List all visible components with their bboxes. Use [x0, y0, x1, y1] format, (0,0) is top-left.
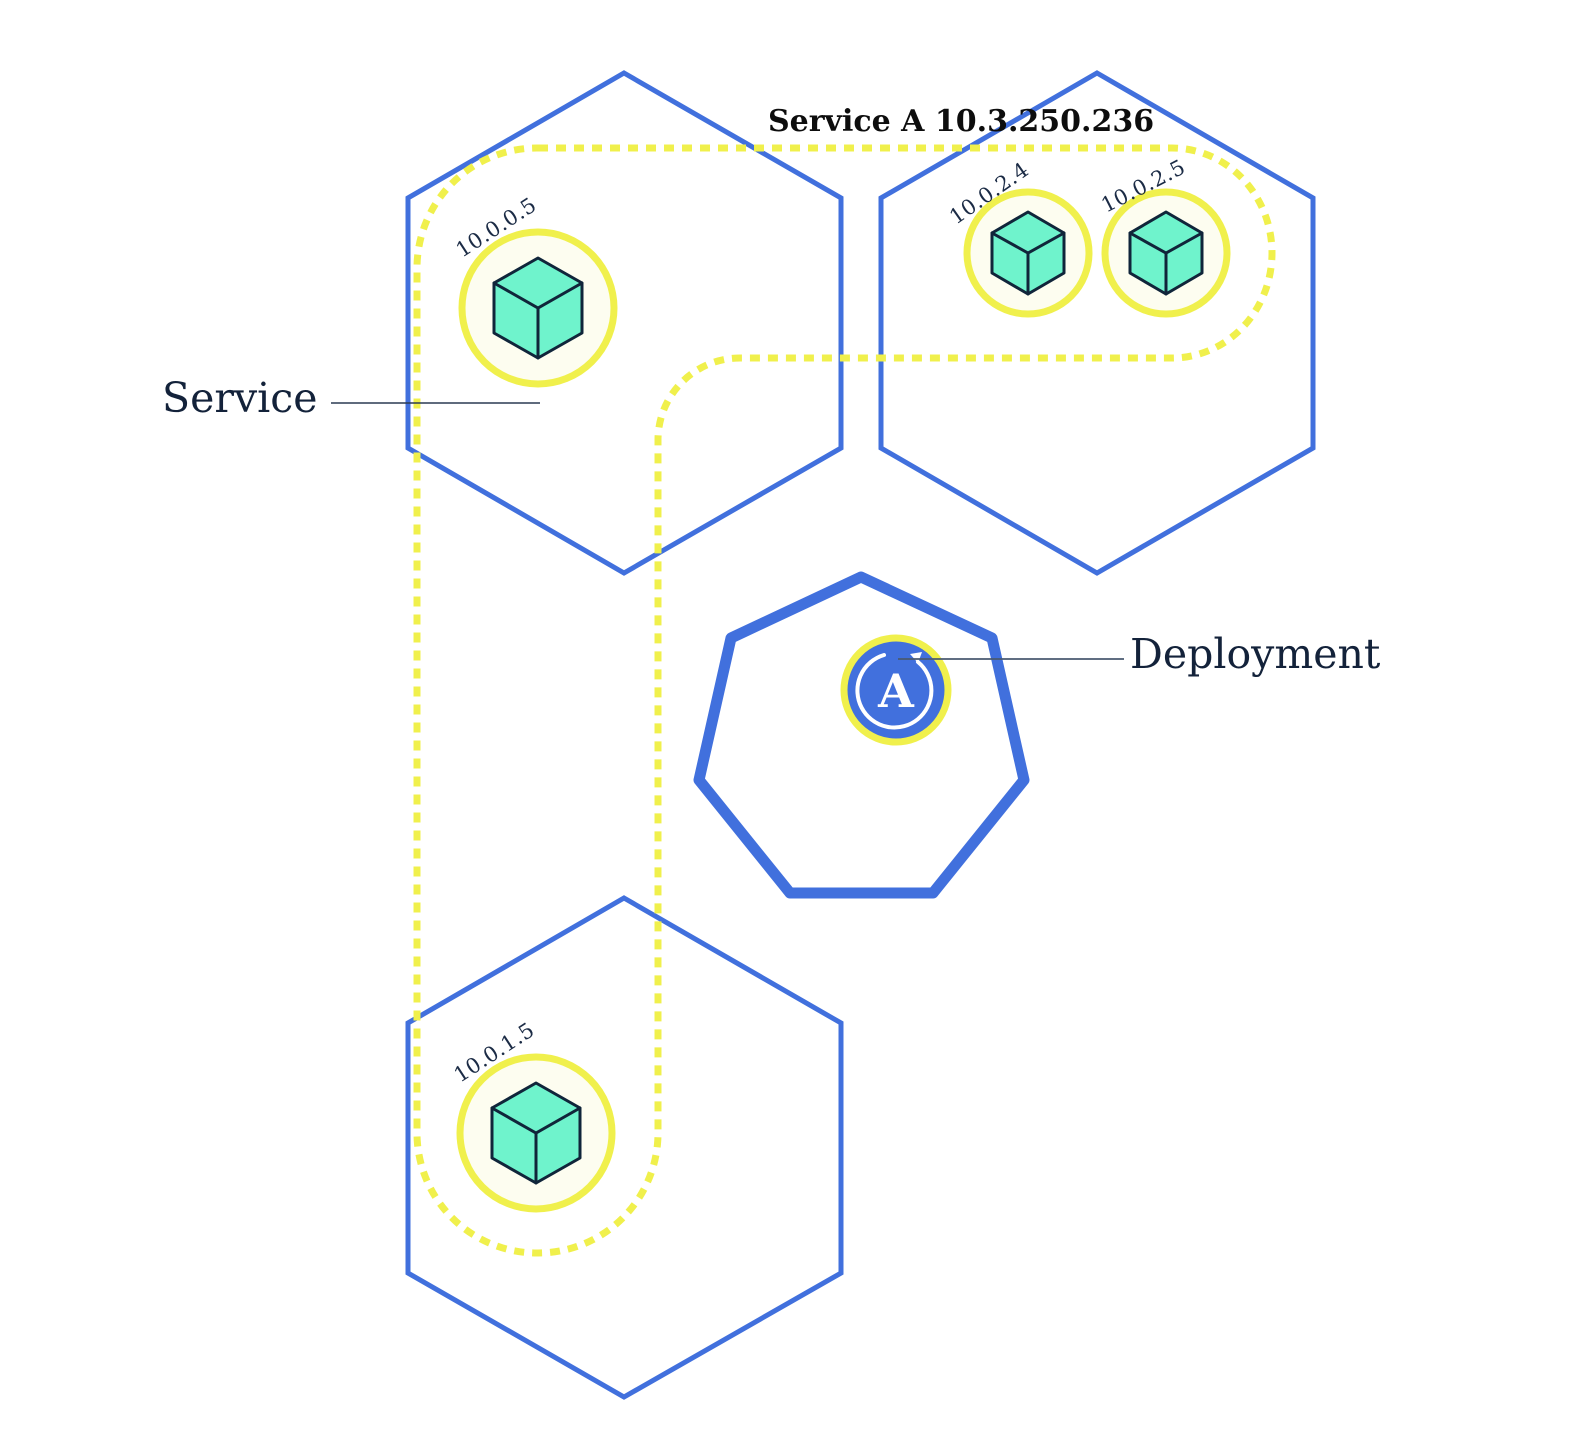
rotate-arrow-icon: [855, 653, 934, 730]
node-hexagon-2: [878, 70, 1316, 576]
rotate-arrowhead-icon: [910, 652, 922, 663]
pod-node1-1[interactable]: [458, 228, 618, 388]
pod-node2-2[interactable]: [1101, 188, 1231, 318]
deployment-letter: A: [877, 664, 915, 718]
cube-icon: [490, 1081, 582, 1185]
deployment-icon[interactable]: A: [840, 634, 952, 746]
cube-icon: [492, 256, 584, 360]
cube-icon: [990, 210, 1066, 296]
service-boundary: [413, 144, 1276, 1257]
cube-icon: [1128, 210, 1204, 296]
pod-node2-1[interactable]: [963, 188, 1093, 318]
deployment-callout-label: Deployment: [1130, 630, 1381, 678]
service-callout-label: Service: [162, 374, 317, 422]
pod-node3-1[interactable]: [456, 1053, 616, 1213]
node-hexagon-3: [405, 895, 844, 1400]
deployment-heptagon: [693, 571, 1030, 899]
node-hexagon-1: [405, 70, 844, 576]
service-title: Service A 10.3.250.236: [768, 104, 1154, 139]
